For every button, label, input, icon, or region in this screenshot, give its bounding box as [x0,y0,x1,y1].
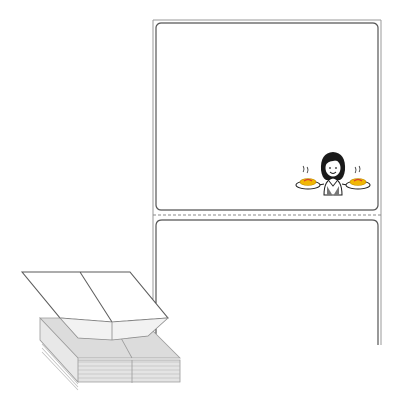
omurice-left-icon [299,178,317,186]
omurice-right-icon [349,178,367,186]
label-bottom [155,219,379,345]
sheet-fold-line [79,271,113,323]
unfolded-sheet [20,271,170,323]
